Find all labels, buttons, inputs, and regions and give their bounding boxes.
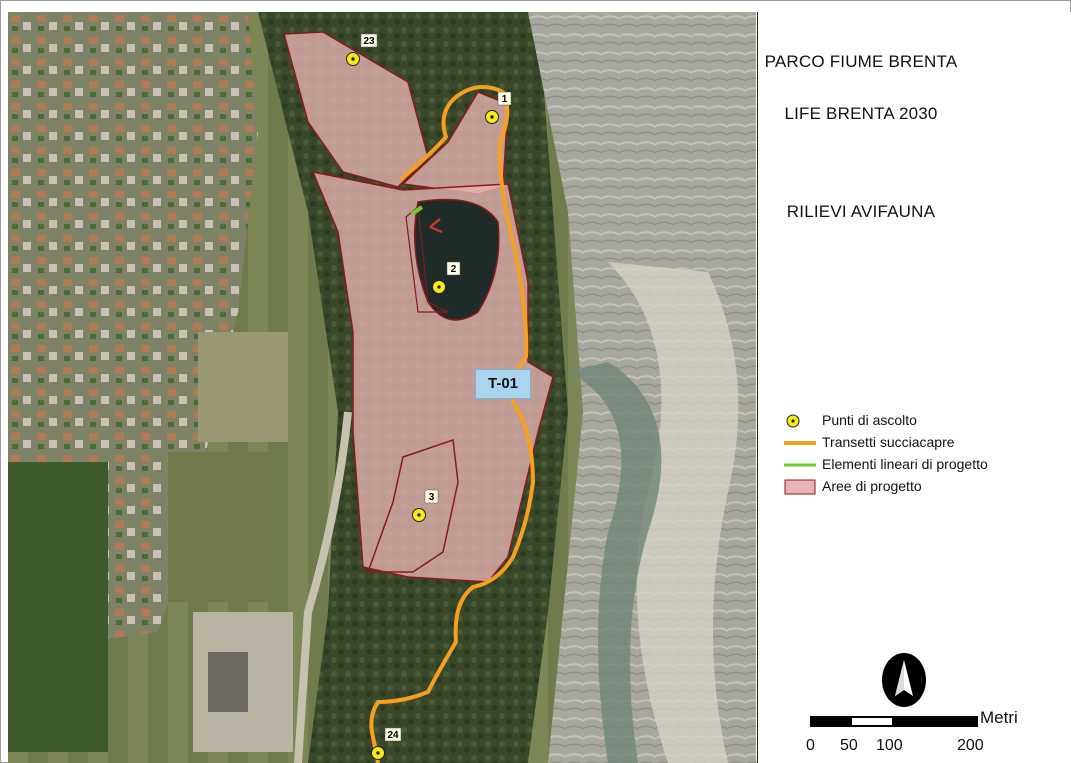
scale-unit: Metri — [980, 708, 1018, 727]
legend-label: Elementi lineari di progetto — [822, 456, 988, 472]
transect-line[interactable] — [369, 85, 535, 763]
linear-element-red — [429, 218, 443, 234]
map-theme: RILIEVI AVIFAUNA — [786, 202, 936, 221]
aerial-map[interactable]: 23 1 2 3 24 T-01 — [8, 12, 756, 763]
project-area-main — [311, 170, 554, 583]
scale-tick: 200 — [957, 737, 984, 754]
legend-label: Punti di ascolto — [822, 412, 917, 428]
point-label: 23 — [363, 36, 375, 47]
point-label: 24 — [387, 730, 399, 741]
listening-point-3[interactable]: 3 — [412, 489, 439, 522]
point-label: 1 — [502, 94, 508, 105]
map-subtitle: LIFE BRENTA 2030 — [784, 104, 938, 123]
project-area-south — [366, 438, 459, 573]
legend-label: Transetti succiacapre — [822, 434, 955, 450]
project-area-north-west — [283, 31, 429, 188]
green-line-icon — [784, 463, 816, 467]
point-label: 2 — [451, 264, 457, 275]
north-arrow-icon — [882, 653, 926, 707]
map-title: PARCO FIUME BRENTA — [764, 52, 958, 71]
pink-area-icon — [784, 479, 816, 495]
listening-point-23[interactable]: 23 — [346, 33, 378, 66]
map-canvas: 23 1 2 3 24 — [8, 12, 756, 763]
orange-line-icon — [784, 441, 816, 445]
scale-tick: 0 — [806, 737, 815, 754]
legend-panel: PARCO FIUME BRENTA LIFE BRENTA 2030 RILI… — [757, 12, 1071, 763]
listening-point-1[interactable]: 1 — [485, 91, 512, 124]
scale-tick: 100 — [876, 737, 903, 754]
scale-bar — [810, 716, 978, 727]
project-area-pond-edge — [405, 205, 449, 313]
scale-tick: 50 — [840, 737, 858, 754]
yellow-dot-icon — [786, 414, 800, 428]
listening-point-24[interactable]: 24 — [371, 727, 402, 760]
point-label: 3 — [429, 492, 435, 503]
transect-label: T-01 — [475, 369, 531, 399]
linear-element — [410, 205, 424, 216]
listening-point-2[interactable]: 2 — [432, 261, 461, 294]
legend-label: Aree di progetto — [822, 478, 922, 494]
